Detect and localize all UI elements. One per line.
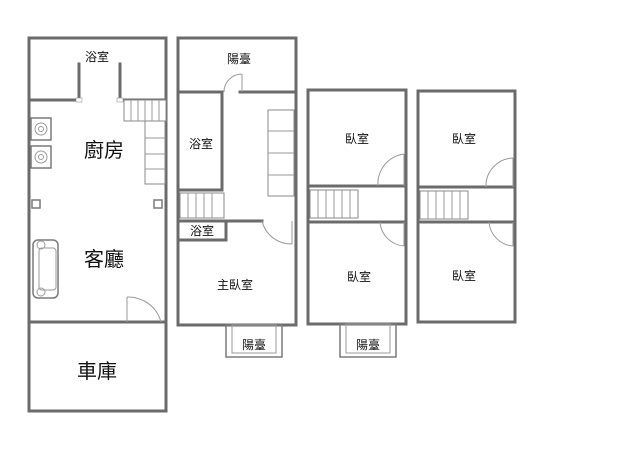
room-label-living-room: 客廳 xyxy=(84,247,124,271)
room-label-garage: 車庫 xyxy=(77,359,117,383)
staircase-floor-4 xyxy=(419,190,469,220)
floor-1-outline xyxy=(27,36,168,413)
room-label-bedroom: 臥室 xyxy=(452,131,476,146)
room-label-balcony: 陽臺 xyxy=(356,337,380,352)
floor-1: 浴室 廚房 客廳 車庫 xyxy=(27,36,168,413)
floor-4-outline xyxy=(416,89,517,324)
staircase-floor-2 xyxy=(267,109,295,197)
floor-3: 臥室 臥室 陽臺 xyxy=(306,88,408,358)
room-label-bath: 浴室 xyxy=(85,49,109,64)
balcony-floor-2 xyxy=(225,324,283,358)
room-label-bath: 浴室 xyxy=(189,136,213,151)
door-swing-icon xyxy=(488,221,514,247)
room-label-master-bedroom: 主臥室 xyxy=(217,277,253,292)
stove-icon xyxy=(30,117,52,169)
staircase-floor-3 xyxy=(309,189,359,219)
door-swing-icon xyxy=(485,157,514,188)
door-swing-icon xyxy=(379,221,405,247)
floor-2: 陽臺 浴室 浴室 主臥室 陽臺 xyxy=(176,36,298,358)
balcony-floor-3 xyxy=(339,323,397,358)
staircase-landing-floor-2 xyxy=(179,192,225,219)
staircase-floor-1 xyxy=(123,99,167,185)
window-icon xyxy=(31,199,41,209)
bath-3-outline xyxy=(176,219,228,242)
door-swing-icon xyxy=(377,153,405,187)
door-swing-icon xyxy=(223,73,243,93)
room-label-bedroom: 臥室 xyxy=(347,269,371,284)
door-swing-icon xyxy=(126,296,162,323)
room-label-balcony: 陽臺 xyxy=(227,51,251,66)
sofa-icon xyxy=(32,239,59,299)
room-label-bath-small: 浴室 xyxy=(190,223,214,238)
room-label-bedroom: 臥室 xyxy=(345,131,369,146)
floor-4: 臥室 臥室 xyxy=(416,89,517,324)
window-icon xyxy=(153,199,163,209)
room-label-kitchen: 廚房 xyxy=(84,138,124,162)
room-label-bedroom: 臥室 xyxy=(452,268,476,283)
door-swing-icon xyxy=(261,220,293,245)
room-label-balcony: 陽臺 xyxy=(242,337,266,352)
